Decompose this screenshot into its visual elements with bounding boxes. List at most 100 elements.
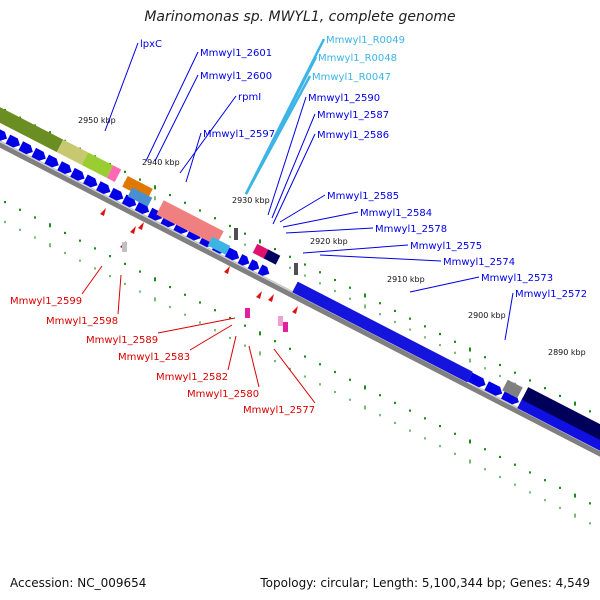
gc-dot bbox=[589, 410, 591, 413]
gc-dot bbox=[169, 305, 171, 309]
gc-dot bbox=[229, 316, 231, 320]
reverse-feature bbox=[122, 242, 127, 252]
leader-line-lower bbox=[227, 335, 237, 371]
gc-dot bbox=[124, 262, 126, 265]
gc-dot bbox=[4, 200, 6, 204]
gc-dot bbox=[364, 304, 366, 309]
gc-dot bbox=[514, 483, 516, 486]
feature-grey-body bbox=[502, 379, 523, 399]
cds-long-block bbox=[517, 397, 600, 455]
gc-dot bbox=[544, 479, 546, 482]
leader-line-lower bbox=[189, 324, 233, 351]
gc-dot bbox=[64, 231, 66, 235]
gene-label-upper: Mmwyl1_R0048 bbox=[318, 53, 397, 64]
cds-arrow-shape bbox=[83, 174, 98, 188]
leader-line-upper bbox=[179, 95, 237, 174]
gc-dot bbox=[469, 439, 471, 444]
feature-lime-body bbox=[81, 152, 114, 178]
cds-arrow bbox=[0, 127, 8, 141]
gene-label-upper: Mmwyl1_2578 bbox=[375, 224, 447, 235]
gc-dot bbox=[79, 259, 81, 262]
gc-dot bbox=[229, 336, 231, 340]
cds-arrow-shape bbox=[224, 247, 240, 261]
feature-orange bbox=[122, 176, 153, 200]
gc-dot bbox=[304, 274, 306, 277]
gc-dot bbox=[439, 444, 441, 448]
gc-dot bbox=[214, 217, 216, 220]
gc-dot bbox=[499, 374, 501, 378]
leader-line-upper bbox=[279, 194, 326, 223]
gc-dot bbox=[199, 301, 201, 304]
gc-dot bbox=[319, 383, 321, 386]
gc-dot bbox=[409, 328, 411, 331]
cds-long-block bbox=[292, 281, 473, 383]
gc-dot bbox=[379, 302, 381, 305]
gc-dot bbox=[349, 297, 351, 300]
gc-dot bbox=[184, 201, 186, 204]
feature-cyan-body bbox=[207, 236, 231, 255]
gene-label-upper: Mmwyl1_R0047 bbox=[312, 72, 391, 83]
scale-tick-label: 2930 kbp bbox=[232, 196, 270, 205]
gc-dot bbox=[454, 432, 456, 435]
gc-dot bbox=[454, 452, 456, 455]
gc-dot bbox=[244, 232, 246, 235]
cds-arrow bbox=[44, 154, 59, 168]
scale-tick-label: 2890 kbp bbox=[548, 348, 586, 357]
leader-line-upper bbox=[244, 75, 312, 195]
reverse-feature bbox=[278, 316, 283, 326]
cds-arrow-shape bbox=[501, 389, 519, 405]
cds-arrow bbox=[70, 167, 85, 181]
gc-dot bbox=[394, 309, 396, 313]
gc-dot bbox=[19, 208, 21, 211]
gc-dot bbox=[304, 263, 306, 266]
gc-dot bbox=[484, 356, 486, 359]
gene-label-upper: Mmwyl1_R0049 bbox=[326, 35, 405, 46]
gc-dot bbox=[439, 343, 441, 347]
reverse-arrow bbox=[292, 306, 298, 314]
gc-dot bbox=[49, 243, 51, 248]
feature-cyan bbox=[207, 236, 231, 255]
scale-tick-label: 2900 kbp bbox=[468, 311, 506, 320]
gc-dot bbox=[94, 247, 96, 250]
cds-arrow bbox=[257, 264, 270, 276]
gc-dot bbox=[334, 289, 336, 293]
leader-line-upper bbox=[409, 276, 480, 293]
gc-dot bbox=[544, 499, 546, 502]
gc-dot bbox=[154, 196, 156, 201]
gc-dot bbox=[484, 367, 486, 370]
reverse-arrow bbox=[268, 294, 274, 302]
gc-dot bbox=[169, 193, 171, 197]
cds-arrow-shape bbox=[44, 154, 59, 168]
backbone-line bbox=[0, 142, 600, 457]
gc-dot bbox=[574, 513, 576, 518]
gc-dot bbox=[394, 401, 396, 405]
gc-dot bbox=[559, 506, 561, 509]
accession-text: Accession: NC_009654 bbox=[10, 576, 147, 590]
gc-dot bbox=[199, 321, 201, 324]
leader-line-upper bbox=[272, 133, 316, 225]
gc-dot bbox=[184, 293, 186, 296]
gene-label-lower: Mmwyl1_2580 bbox=[187, 389, 259, 400]
gc-dot bbox=[49, 223, 51, 228]
gc-dot bbox=[289, 266, 291, 269]
gc-dot bbox=[109, 255, 111, 258]
reverse-arrow bbox=[100, 208, 106, 216]
gc-dot bbox=[409, 429, 411, 432]
reverse-arrow bbox=[224, 266, 230, 274]
gc-dot bbox=[139, 178, 141, 181]
gc-dot bbox=[259, 351, 261, 356]
cds-arrow bbox=[108, 187, 124, 201]
gc-dot bbox=[559, 486, 561, 489]
gc-dot bbox=[454, 351, 456, 354]
cds-long-block-body bbox=[517, 397, 600, 455]
gc-dot bbox=[94, 267, 96, 270]
leader-line-upper bbox=[267, 96, 307, 216]
gc-dot bbox=[379, 313, 381, 316]
gene-label-upper: Mmwyl1_2575 bbox=[410, 241, 482, 252]
gc-dot bbox=[244, 243, 246, 246]
gc-dot bbox=[364, 405, 366, 410]
reverse-arrow bbox=[256, 291, 262, 299]
gc-dot bbox=[139, 290, 141, 293]
gc-dot bbox=[274, 360, 276, 363]
cds-arrow-shape bbox=[257, 264, 270, 276]
